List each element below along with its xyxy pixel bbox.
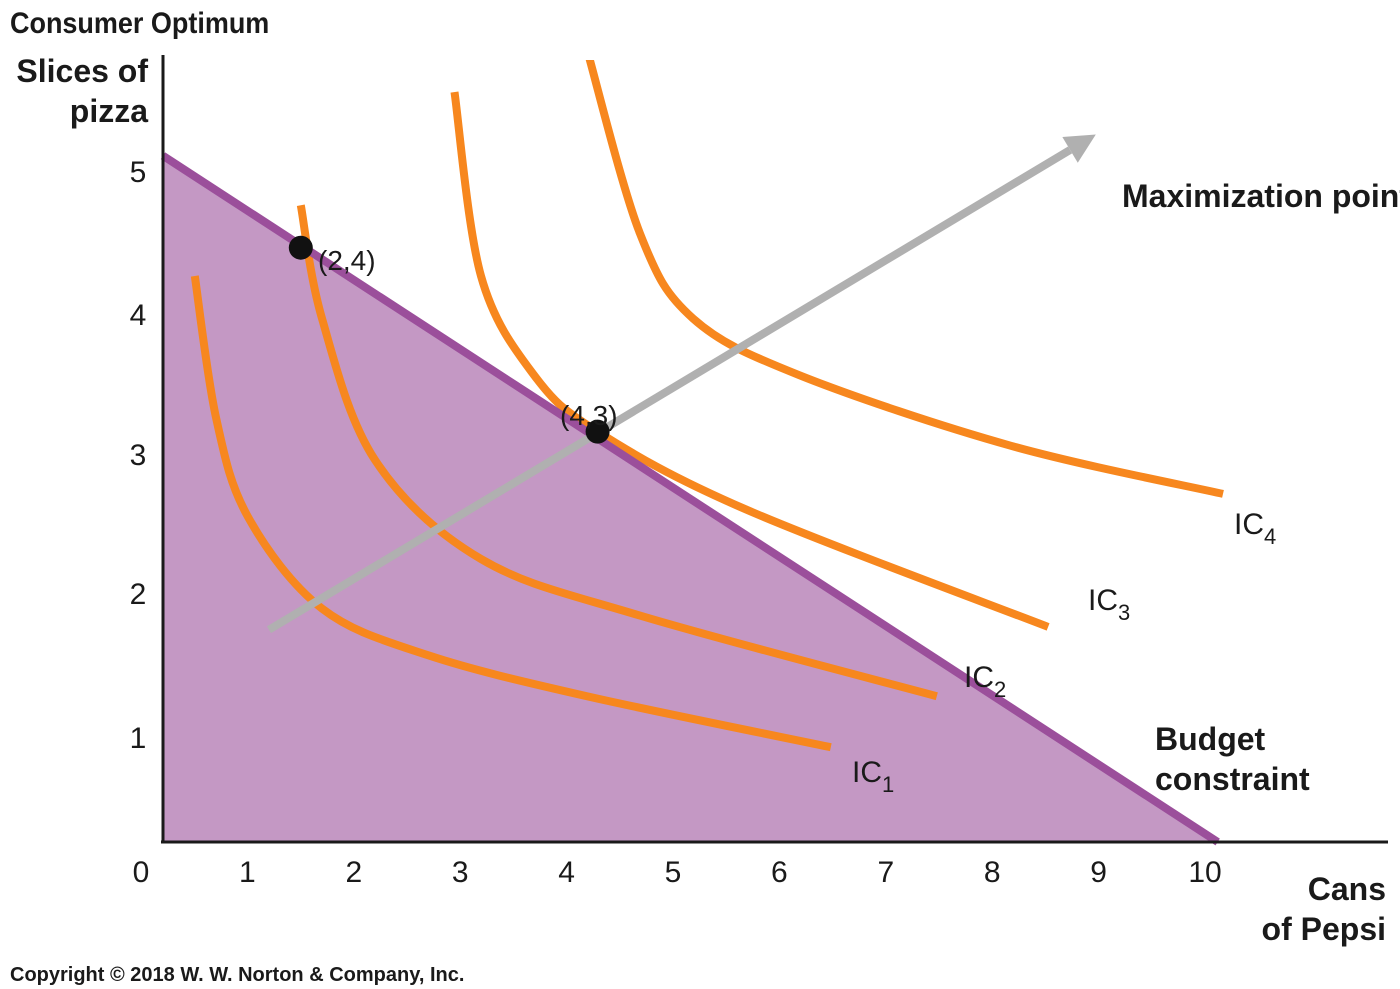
- ic-label-4: IC4: [1234, 508, 1276, 549]
- x-tick-7: 7: [877, 856, 894, 889]
- x-tick-3: 3: [452, 856, 469, 889]
- optimum-point-2: [585, 419, 610, 444]
- x-tick-labels: 0 1 2 3 4 5 6 7 8 9 10: [133, 856, 1222, 889]
- x-tick-2: 2: [345, 856, 362, 889]
- y-tick-4: 4: [130, 299, 147, 332]
- optimum-points: (2,4) (4,3): [288, 235, 618, 444]
- maximization-arrowhead: [1062, 134, 1096, 163]
- x-tick-10: 10: [1188, 856, 1221, 889]
- x-tick-5: 5: [665, 856, 682, 889]
- y-tick-3: 3: [130, 439, 147, 472]
- y-tick-1: 1: [130, 722, 147, 755]
- x-tick-4: 4: [558, 856, 575, 889]
- x-tick-0: 0: [133, 856, 150, 889]
- y-axis-label-line1: Slices of: [16, 53, 148, 89]
- chart-title: Consumer Optimum: [10, 7, 269, 41]
- budget-label-line1: Budget: [1155, 721, 1266, 757]
- point-label-2: (4,3): [560, 400, 618, 431]
- budget-label-line2: constraint: [1155, 761, 1310, 797]
- indifference-curve-1: [190, 275, 832, 752]
- maximization-path-line: [266, 146, 1073, 634]
- ic-labels: IC1 IC2 IC3 IC4: [852, 508, 1276, 797]
- y-tick-2: 2: [130, 578, 147, 611]
- optimum-point-1: [288, 235, 313, 260]
- y-tick-5: 5: [130, 156, 147, 189]
- ic-label-2: IC2: [964, 661, 1006, 702]
- x-tick-6: 6: [771, 856, 788, 889]
- maximization-label: Maximization point: [1122, 178, 1400, 214]
- x-tick-8: 8: [984, 856, 1001, 889]
- x-axis-label-line2: of Pepsi: [1262, 911, 1386, 947]
- indifference-curve-3: [450, 91, 1050, 631]
- x-tick-1: 1: [239, 856, 256, 889]
- x-axis-label-line1: Cans: [1308, 871, 1386, 907]
- ic-label-3: IC3: [1088, 584, 1130, 625]
- point-label-1: (2,4): [318, 245, 376, 276]
- indifference-curve-2: [296, 204, 938, 701]
- indifference-curves: [190, 60, 1224, 752]
- y-axis-label-line2: pizza: [70, 93, 148, 129]
- x-tick-9: 9: [1090, 856, 1107, 889]
- budget-constraint-line: [160, 152, 1220, 846]
- indifference-curve-4: [585, 60, 1224, 498]
- y-tick-labels: 1 2 3 4 5: [130, 156, 147, 755]
- ic-label-1: IC1: [852, 756, 894, 797]
- maximization-path: [266, 134, 1096, 634]
- copyright: Copyright © 2018 W. W. Norton & Company,…: [10, 964, 464, 986]
